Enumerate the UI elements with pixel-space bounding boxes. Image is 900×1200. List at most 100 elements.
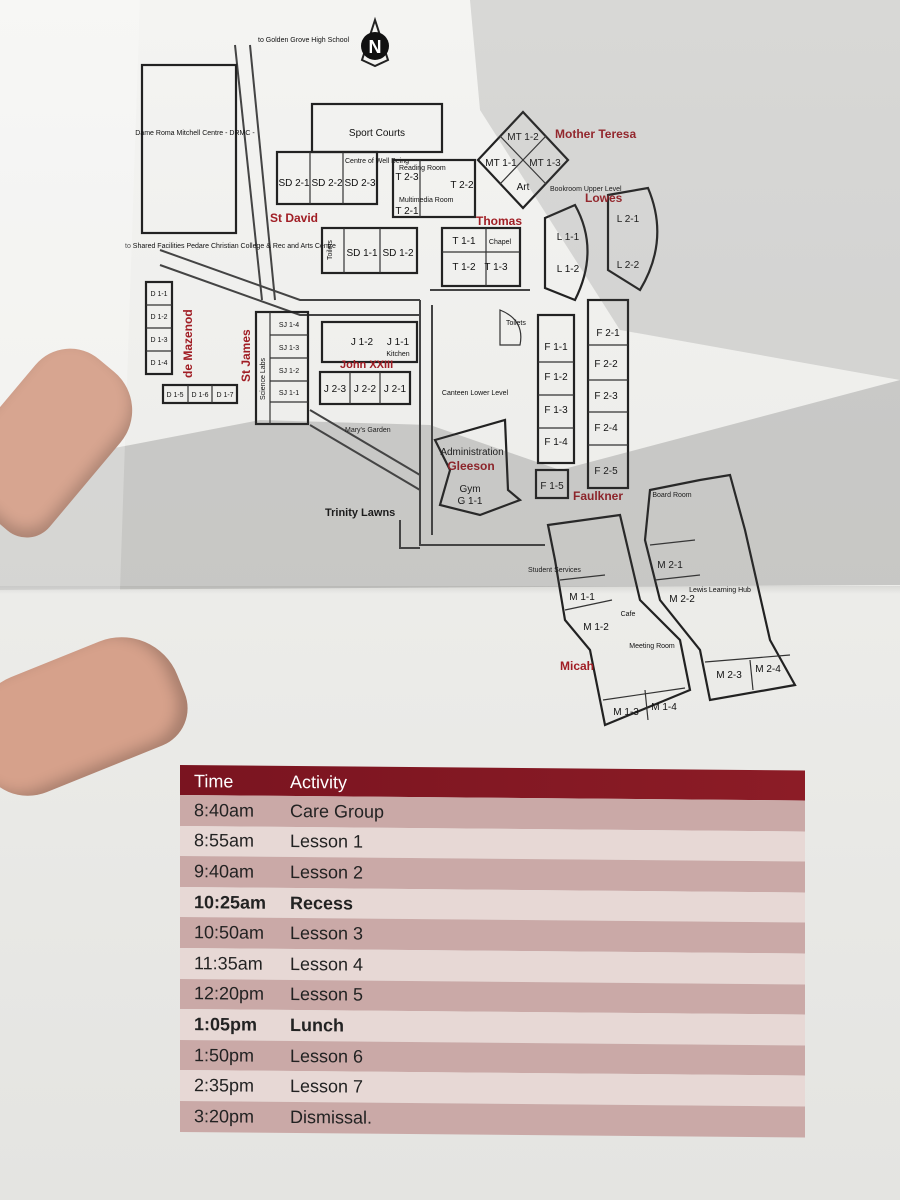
- activity-cell: Lesson 6: [290, 1045, 364, 1067]
- activity-cell: Care Group: [290, 800, 385, 822]
- room-sd-1-1: SD 1-1: [346, 248, 378, 259]
- administration-label: Administration: [440, 447, 503, 458]
- room-f-1-3: F 1-3: [544, 405, 568, 416]
- room-mt-1-2: MT 1-2: [507, 132, 539, 143]
- room-sj-1-3: SJ 1-3: [279, 345, 299, 352]
- room-sd-2-1: SD 2-1: [278, 178, 310, 189]
- st-james-label: St James: [239, 329, 253, 382]
- wellbeing-label: Centre of Well Being: [345, 158, 409, 165]
- room-l-2-1: L 2-1: [617, 214, 640, 225]
- thomas-building: T 2-3 Reading Room Multimedia Room T 2-1…: [391, 158, 522, 288]
- canteen-label: Canteen Lower Level: [442, 390, 509, 397]
- room-f-2-1: F 2-1: [596, 328, 620, 339]
- lewis-label: Lewis Learning Hub: [689, 587, 751, 594]
- de-mazenod-label: de Mazenod: [181, 309, 195, 378]
- time-cell: 8:55am: [194, 830, 255, 852]
- room-g-1-1: G 1-1: [457, 496, 482, 507]
- room-t-1-2: T 1-2: [452, 262, 476, 273]
- paths: [159, 44, 545, 549]
- room-m-1-4: M 1-4: [651, 702, 677, 713]
- time-cell: 1:50pm: [194, 1044, 255, 1066]
- st-james-building: SJ 1-4 SJ 1-3 SJ 1-2 SJ 1-1 Science Labs…: [239, 310, 310, 426]
- room-m-2-2: M 2-2: [669, 594, 695, 605]
- room-t-2-3: T 2-3: [395, 172, 419, 183]
- sport-courts-label: Sport Courts: [349, 128, 405, 139]
- time-header: Time: [194, 771, 234, 792]
- activity-cell: Lesson 3: [290, 923, 364, 944]
- de-mazenod-building: D 1-1 D 1-2 D 1-3 D 1-4 D 1-5 D 1-6 D 1-…: [144, 280, 239, 405]
- gleeson-building: Toilets Canteen Lower Level Administrati…: [433, 309, 526, 517]
- kitchen-label: Kitchen: [386, 351, 409, 358]
- room-d-1-7: D 1-7: [216, 392, 233, 399]
- room-l-2-2: L 2-2: [617, 260, 640, 271]
- golden-grove-label: to Golden Grove High School: [258, 37, 349, 44]
- compass: N: [360, 16, 390, 68]
- mother-teresa-label: Mother Teresa: [555, 127, 636, 141]
- activity-cell: Lunch: [290, 1014, 344, 1036]
- trinity-lawns-label: Trinity Lawns: [325, 507, 395, 519]
- micah-building: M 1-1 M 1-2 M 1-3 M 1-4 Cafe Meeting Roo…: [528, 513, 692, 727]
- gym-label: Gym: [459, 484, 480, 495]
- timetable-header: Time Activity: [180, 765, 805, 801]
- lowes-building: L 1-1 L 1-2 L 2-1 L 2-2 Lowes: [543, 186, 659, 302]
- shared-facilities-label: to Shared Facilities Pedare Christian Co…: [125, 243, 336, 250]
- activity-cell: Recess: [290, 892, 354, 914]
- paper-fold: [0, 586, 900, 594]
- activity-cell: Lesson 4: [290, 953, 364, 975]
- lowes-label: Lowes: [585, 191, 623, 205]
- bookroom-label: Bookroom Upper Level: [550, 186, 622, 193]
- room-mt-1-3: MT 1-3: [529, 158, 561, 169]
- activity-cell: Lesson 2: [290, 861, 364, 883]
- cafe-label: Cafe: [621, 611, 636, 618]
- room-sj-1-1: SJ 1-1: [279, 390, 299, 397]
- room-sd-2-2: SD 2-2: [311, 178, 343, 189]
- faulkner-building: F 1-1 F 1-2 F 1-3 F 1-4 F 1-5 F 2-1 F 2-…: [534, 298, 630, 503]
- compass-n: N: [369, 37, 382, 57]
- room-m-1-1: M 1-1: [569, 592, 595, 603]
- time-cell: 11:35am: [194, 952, 263, 974]
- room-f-1-1: F 1-1: [544, 342, 568, 353]
- time-cell: 10:25am: [194, 891, 267, 913]
- room-mt-1-1: MT 1-1: [485, 158, 517, 169]
- room-f-1-5: F 1-5: [540, 481, 564, 492]
- student-services-label: Student Services: [528, 567, 581, 574]
- room-f-2-3: F 2-3: [594, 391, 618, 402]
- gleeson-label: Gleeson: [447, 459, 494, 473]
- micah-label: Micah: [560, 659, 594, 673]
- room-j-1-1: J 1-1: [387, 337, 410, 348]
- reading-room-label: Reading Room: [399, 165, 446, 172]
- room-d-1-6: D 1-6: [191, 392, 208, 399]
- toilets-label: Toilets: [506, 320, 526, 327]
- activity-cell: Lesson 5: [290, 984, 364, 1005]
- room-d-1-3: D 1-3: [150, 337, 167, 344]
- st-david-building: Sport Courts SD 2-1 SD 2-2 SD 2-3 Centre…: [270, 102, 444, 275]
- room-m-2-3: M 2-3: [716, 670, 742, 681]
- room-sj-1-4: SJ 1-4: [279, 322, 299, 329]
- campus-map: N Dame Roma Mitchell Centre - DRMC - to …: [125, 16, 797, 727]
- time-cell: 1:05pm: [194, 1014, 258, 1035]
- room-l-1-1: L 1-1: [557, 232, 580, 243]
- room-d-1-1: D 1-1: [150, 291, 167, 298]
- room-l-1-2: L 1-2: [557, 264, 580, 275]
- john-label: John XXIII: [340, 359, 393, 371]
- room-d-1-4: D 1-4: [150, 360, 167, 367]
- room-j-2-3: J 2-3: [324, 384, 347, 395]
- room-d-1-2: D 1-2: [150, 314, 167, 321]
- chapel-label: Chapel: [489, 239, 512, 246]
- room-j-2-1: J 2-1: [384, 384, 407, 395]
- room-f-1-4: F 1-4: [544, 437, 568, 448]
- room-d-1-5: D 1-5: [166, 392, 183, 399]
- multimedia-label: Multimedia Room: [399, 197, 454, 204]
- room-f-2-5: F 2-5: [594, 466, 618, 477]
- board-room-label: Board Room: [652, 492, 691, 499]
- toilets-sd-label: Toilets: [327, 240, 334, 260]
- room-m-1-3: M 1-3: [613, 707, 639, 718]
- marys-garden-label: Mary's Garden: [345, 427, 391, 434]
- room-f-1-2: F 1-2: [544, 372, 568, 383]
- john-building: J 1-2 J 1-1 Kitchen John XXIII J 2-3 J 2…: [318, 320, 419, 434]
- room-j-1-2: J 1-2: [351, 337, 374, 348]
- time-cell: 10:50am: [194, 922, 265, 943]
